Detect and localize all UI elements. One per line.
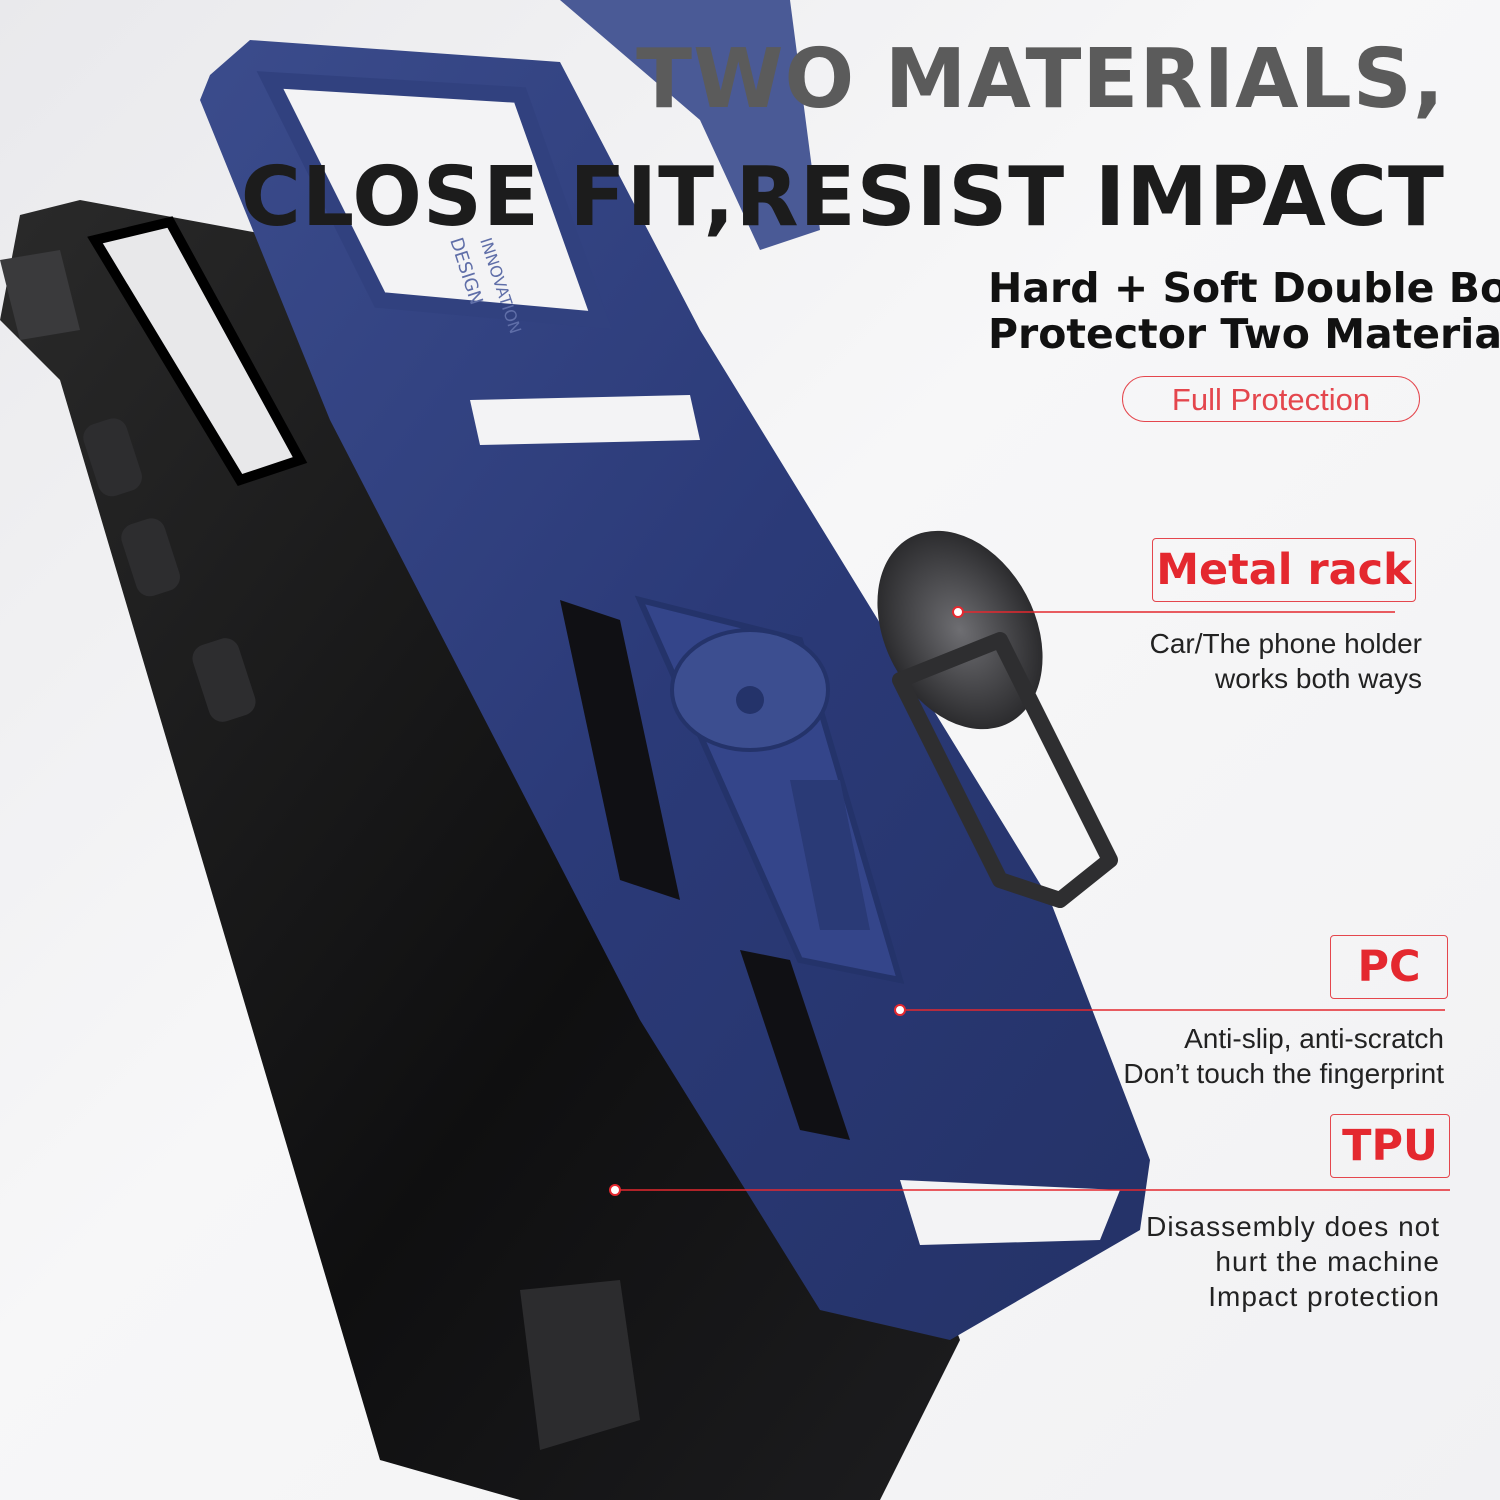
callout-lines — [609, 606, 1450, 1196]
headline-line-1: TWO MATERIALS, — [636, 32, 1445, 127]
metal-rack-desc-line: works both ways — [1215, 663, 1422, 694]
tpu-desc-line: Disassembly does not — [1146, 1211, 1440, 1242]
tpu-tag: TPU — [1330, 1114, 1450, 1178]
pc-description: Anti-slip, anti-scratch Don’t touch the … — [1123, 1021, 1444, 1091]
metal-rack-tag: Metal rack — [1152, 538, 1416, 602]
pc-desc-line: Don’t touch the fingerprint — [1123, 1058, 1444, 1089]
metal-rack-desc-line: Car/The phone holder — [1149, 628, 1422, 659]
tpu-description: Disassembly does not hurt the machine Im… — [1146, 1209, 1440, 1314]
headline-line-2: CLOSE FIT,RESIST IMPACT — [240, 150, 1445, 245]
pc-tag: PC — [1330, 935, 1448, 999]
tpu-desc-line: Impact protection — [1208, 1281, 1440, 1312]
tpu-desc-line: hurt the machine — [1215, 1246, 1440, 1277]
subtitle-line-2: Protector Two Materials — [988, 310, 1500, 358]
subtitle: Hard + Soft Double Body Protector Two Ma… — [988, 265, 1500, 357]
subtitle-line-1: Hard + Soft Double Body — [988, 264, 1500, 312]
metal-rack-description: Car/The phone holder works both ways — [1150, 626, 1422, 696]
full-protection-badge: Full Protection — [1122, 376, 1420, 422]
pc-outer-shell — [200, 40, 1150, 1340]
metal-ring-holder — [877, 530, 1118, 908]
pc-desc-line: Anti-slip, anti-scratch — [1184, 1023, 1444, 1054]
tpu-inner-shell — [0, 200, 960, 1500]
